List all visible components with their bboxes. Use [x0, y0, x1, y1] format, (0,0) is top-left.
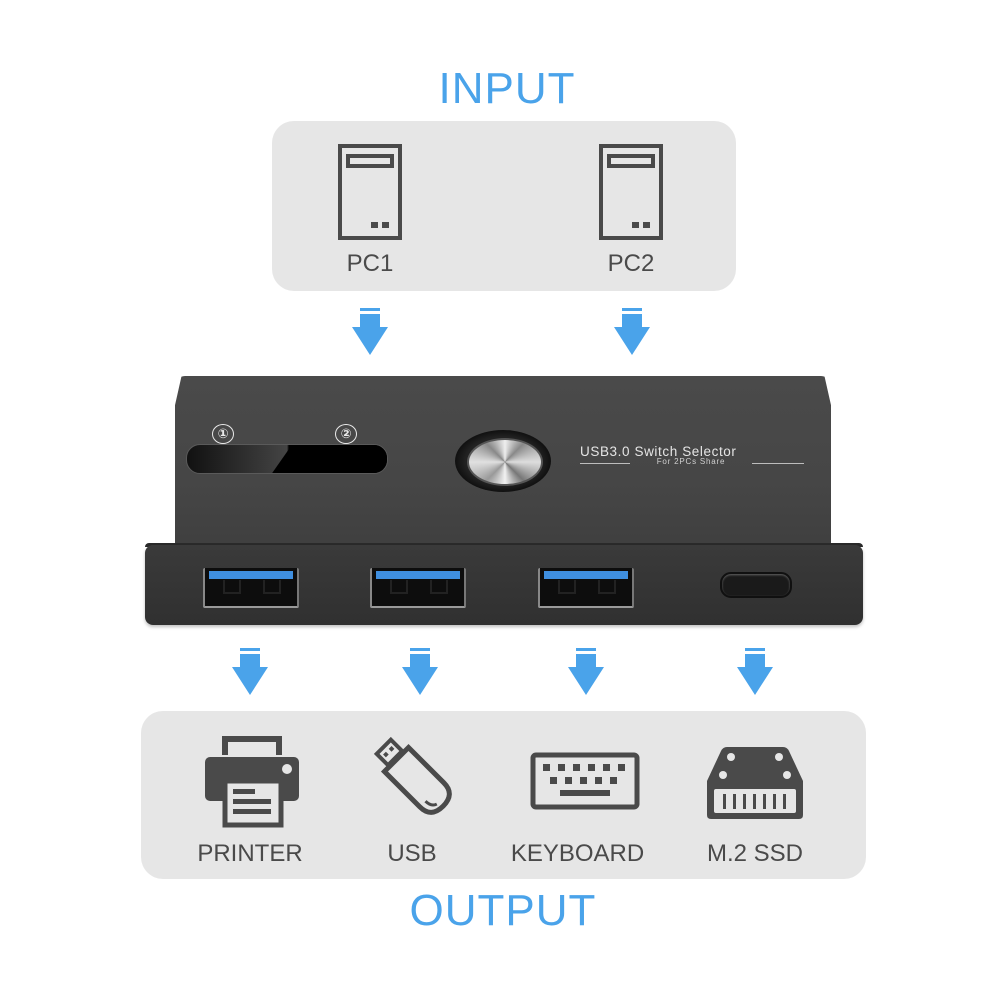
- usb-a-port-1[interactable]: [203, 568, 299, 608]
- arrow-down-icon: [232, 648, 268, 695]
- output-heading: OUTPUT: [409, 886, 597, 935]
- usb-label: USB: [387, 840, 437, 867]
- device-subtitle: For 2PCs Share: [656, 457, 726, 466]
- divider: [580, 463, 630, 464]
- input-panel: [272, 121, 736, 291]
- usb-flash-drive-icon: [373, 736, 452, 815]
- ssd-label: M.2 SSD: [706, 840, 804, 867]
- arrow-down-icon: [402, 648, 438, 695]
- keyboard-label: KEYBOARD: [510, 840, 645, 867]
- printer-icon: [205, 736, 299, 828]
- divider: [752, 463, 804, 464]
- usb-a-port-2[interactable]: [370, 568, 466, 608]
- position-1-indicator: ①: [212, 424, 234, 444]
- arrow-down-icon: [737, 648, 773, 695]
- pc-tower-icon: [599, 144, 663, 240]
- selector-display-window: [186, 444, 388, 474]
- keyboard-icon: [530, 752, 640, 810]
- device-title: USB3.0 Switch Selector: [580, 444, 737, 459]
- switch-button[interactable]: [467, 438, 543, 486]
- arrow-down-icon: [568, 648, 604, 695]
- arrow-down-icon: [614, 308, 650, 355]
- pc-tower-icon: [338, 144, 402, 240]
- input-heading: INPUT: [438, 64, 576, 113]
- pc2-label: PC2: [607, 250, 655, 277]
- ssd-icon: [707, 747, 803, 819]
- arrow-down-icon: [352, 308, 388, 355]
- position-2-indicator: ②: [335, 424, 357, 444]
- printer-label: PRINTER: [197, 840, 303, 867]
- pc1-label: PC1: [346, 250, 394, 277]
- usb-c-port[interactable]: [720, 572, 792, 598]
- usb-a-port-3[interactable]: [538, 568, 634, 608]
